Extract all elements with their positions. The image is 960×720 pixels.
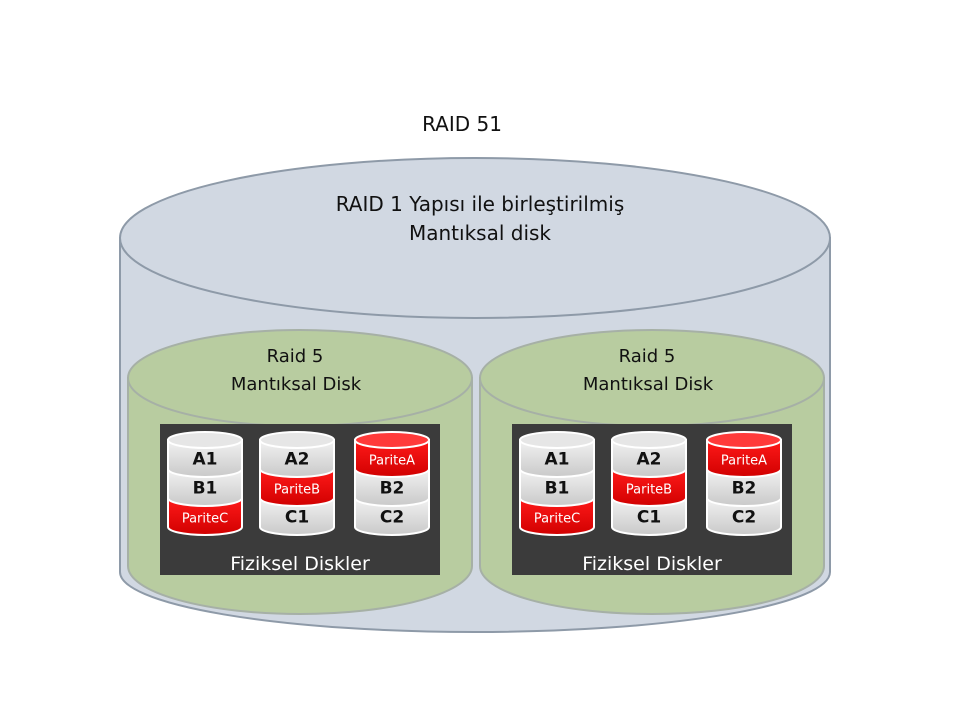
data-block-label: C1 [285,508,309,528]
raid5-subtitle: Mantıksal Disk [583,374,714,395]
parity-block [259,468,335,507]
data-block-label: C2 [732,508,756,528]
data-block-label: A2 [637,450,662,470]
data-block [611,439,687,478]
parity-block-label: PariteC [534,512,580,527]
parity-block [611,468,687,507]
data-block-label: B2 [380,479,405,499]
parity-block [519,497,595,536]
disk-top-cap [259,431,335,449]
data-block-label: C2 [380,508,404,528]
disk-top-cap [167,431,243,449]
diagram-title: RAID 51 [422,112,502,136]
parity-block-label: PariteC [182,512,228,527]
data-block-label: A2 [285,450,310,470]
raid5-title: Raid 5 [267,346,324,367]
parity-block-label: PariteA [369,454,415,469]
physical-disks-label: Fiziksel Diskler [230,553,370,575]
outer-cylinder-top [119,157,831,319]
parity-block [706,439,782,478]
data-block [167,468,243,507]
physical-disks-label: Fiziksel Diskler [582,553,722,575]
disk-top-cap [519,431,595,449]
disk-top-cap [706,431,782,449]
data-block-label: B2 [732,479,757,499]
parity-block [167,497,243,536]
data-block-label: A1 [545,450,570,470]
data-block-label: C1 [637,508,661,528]
data-block [354,497,430,536]
data-block-label: B1 [193,479,218,499]
data-block [611,497,687,536]
parity-block-label: PariteA [721,454,767,469]
data-block [354,468,430,507]
data-block [259,439,335,478]
data-block [167,439,243,478]
disk-top-cap [354,431,430,449]
disk-top-cap [611,431,687,449]
data-block [519,439,595,478]
data-block [706,468,782,507]
data-block [706,497,782,536]
data-block-label: A1 [193,450,218,470]
outer-label-line2: Mantıksal disk [409,221,551,245]
parity-block [354,439,430,478]
parity-block-label: PariteB [274,483,320,498]
data-block-label: B1 [545,479,570,499]
raid5-title: Raid 5 [619,346,676,367]
parity-block-label: PariteB [626,483,672,498]
outer-label-line1: RAID 1 Yapısı ile birleştirilmiş [336,192,625,216]
data-block [259,497,335,536]
raid5-subtitle: Mantıksal Disk [231,374,362,395]
data-block [519,468,595,507]
